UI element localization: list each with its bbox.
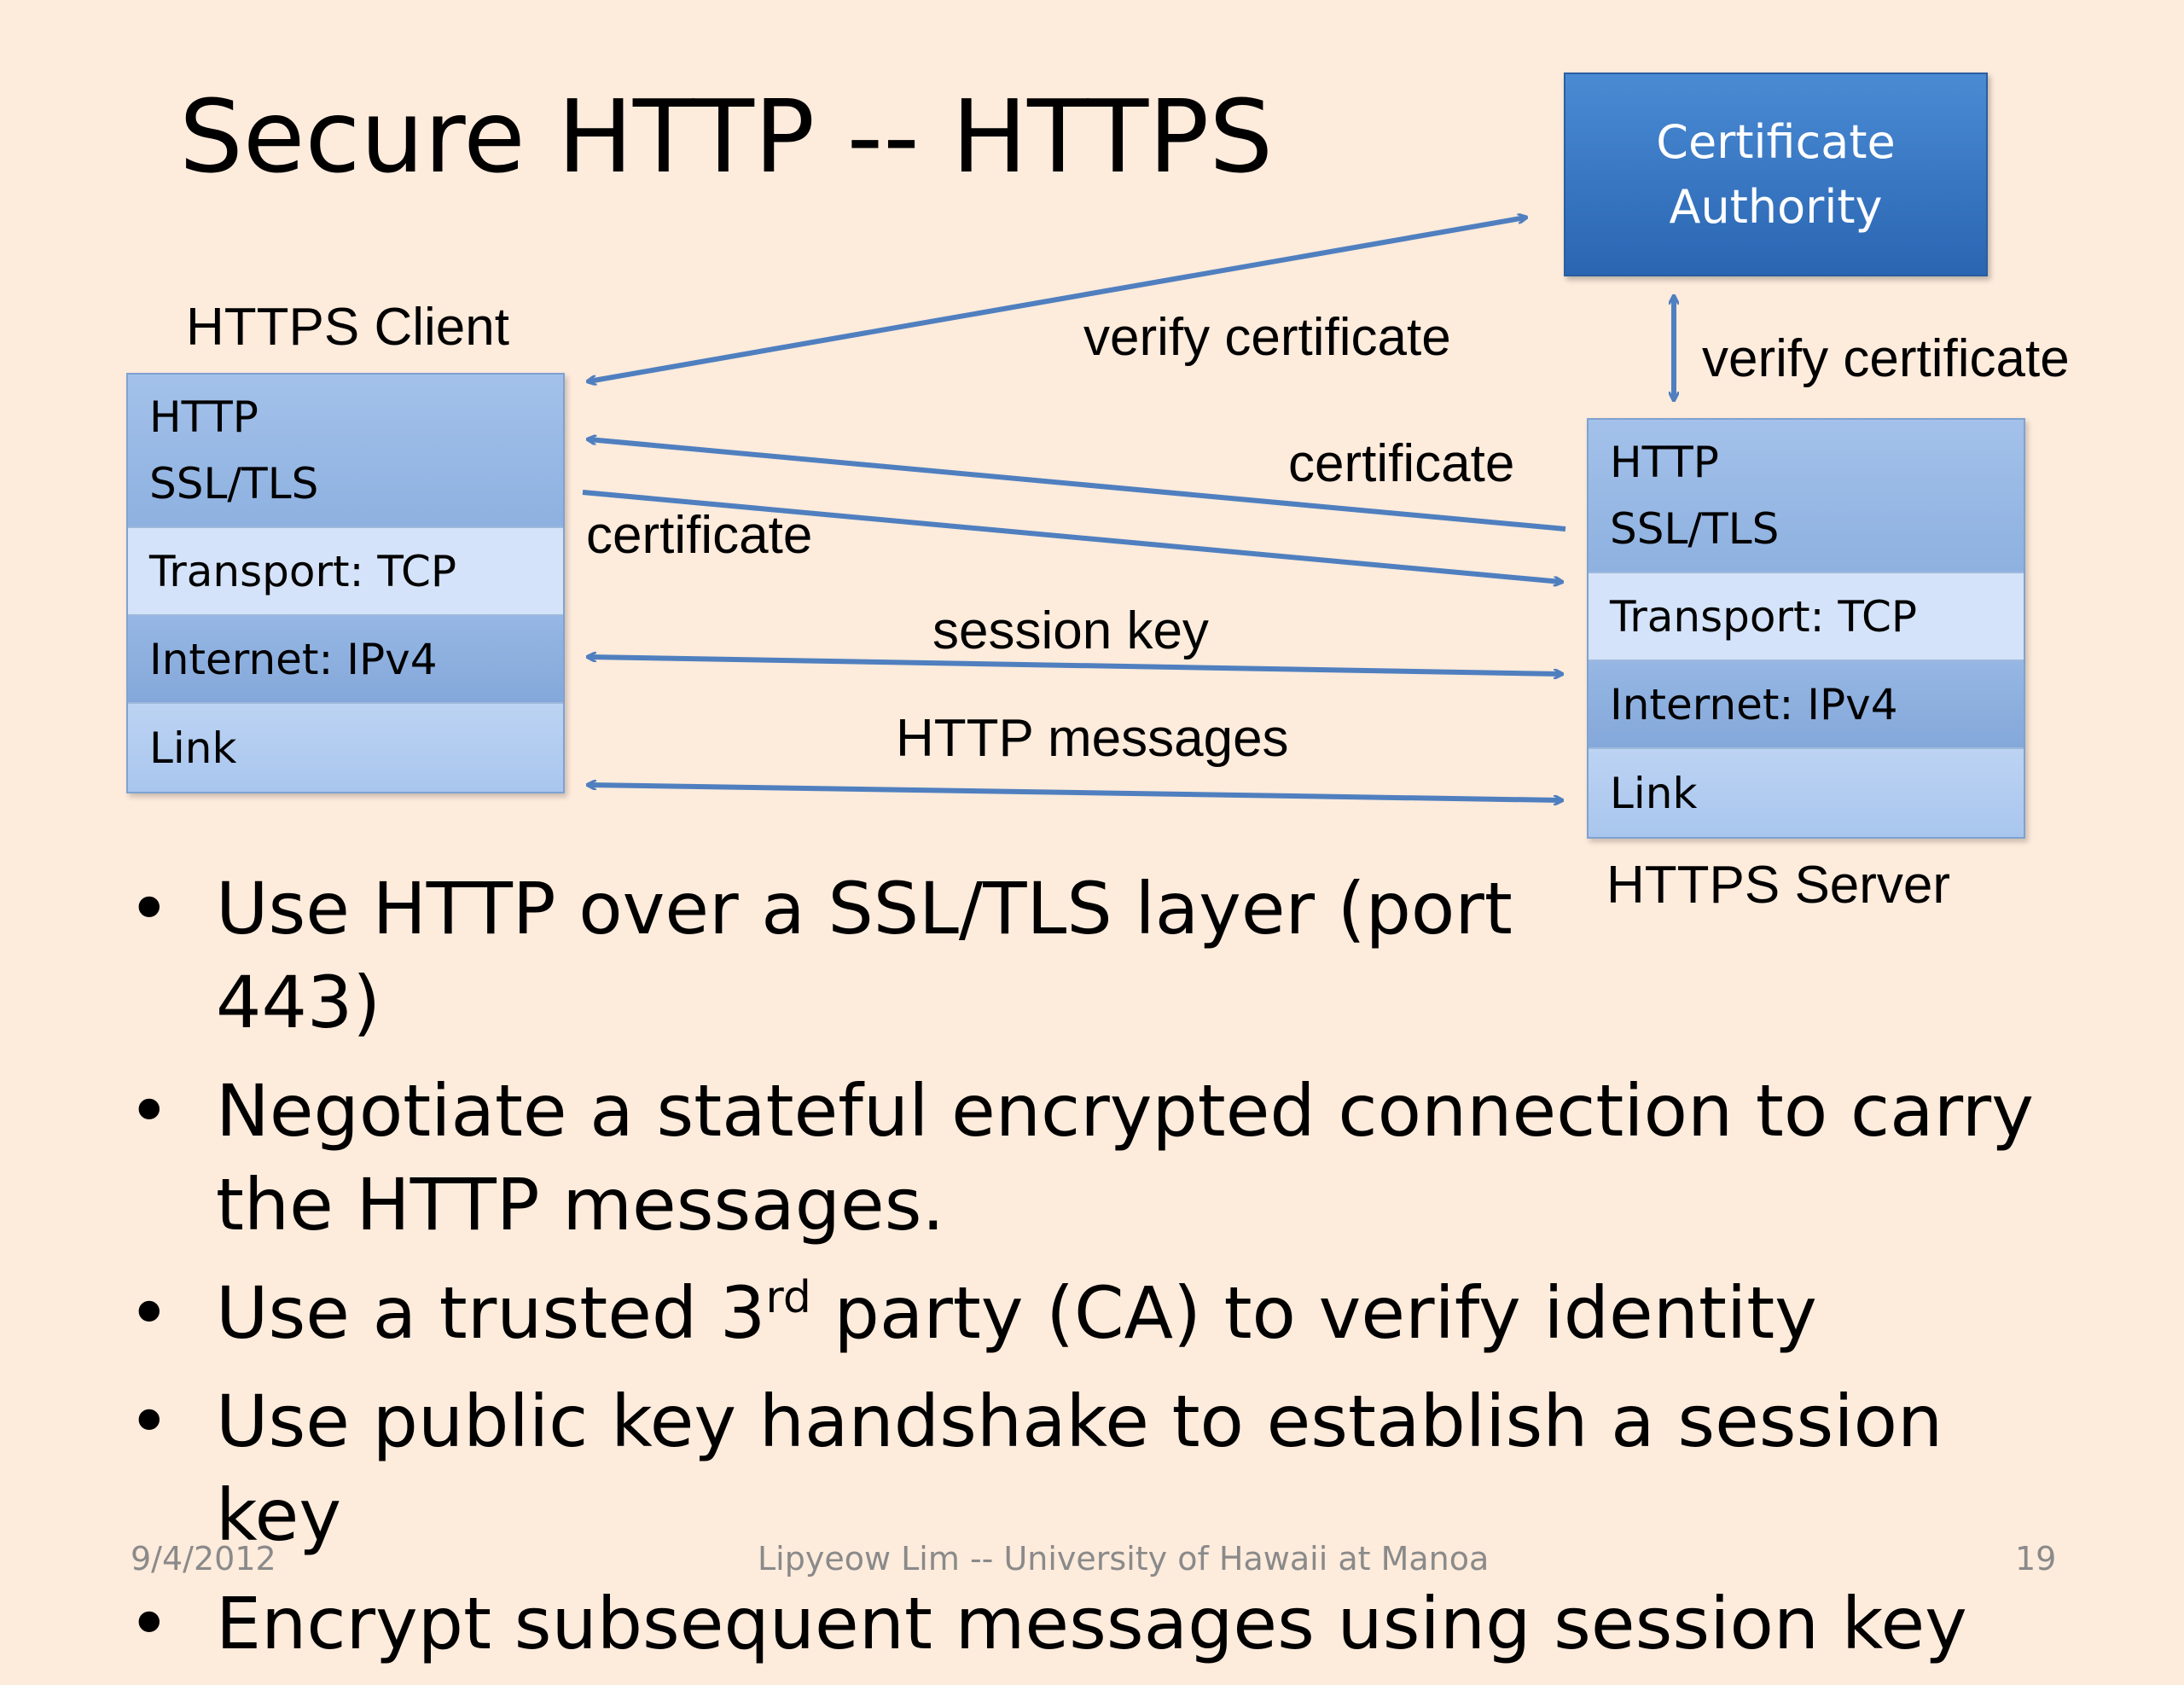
bullet-text: Negotiate a stateful encrypted connectio… — [216, 1069, 2034, 1246]
bullet-dot-icon: • — [128, 867, 171, 950]
message-arrows — [582, 0, 2184, 1638]
bullet-dot-icon: • — [128, 1271, 171, 1355]
arrow-session-key — [589, 657, 1561, 674]
footer-date: 9/4/2012 — [131, 1540, 276, 1578]
label-certificate-from-server: certificate — [1288, 434, 1515, 493]
arrow-client-to-ca — [589, 218, 1525, 381]
server-layer-transport: Transport: TCP — [1589, 573, 2024, 661]
label-http-messages: HTTP messages — [896, 709, 1289, 768]
bullet-text: Encrypt subsequent messages using sessio… — [216, 1582, 1967, 1665]
server-layer-ssl-tls: SSL/TLS — [1610, 504, 1780, 554]
arrow-certificate-server-to-client — [589, 439, 1566, 532]
client-layer-http: HTTP — [149, 392, 258, 442]
arrow-http-messages — [589, 785, 1561, 800]
https-client-label: HTTPS Client — [186, 298, 509, 357]
certificate-authority-box: Certificate Authority — [1564, 73, 1988, 276]
bullet-text: Use HTTP over a SSL/TLS layer (port 443) — [216, 867, 1513, 1044]
bullet-item: • Use a trusted 3rd party (CA) to verify… — [128, 1266, 2090, 1360]
bullet-dot-icon: • — [128, 1069, 171, 1153]
client-layer-link: Link — [128, 704, 563, 792]
bullet-text-pre: Use a trusted 3 — [216, 1271, 766, 1355]
bullet-item: • Negotiate a stateful encrypted connect… — [128, 1064, 2090, 1252]
bullet-dot-icon: • — [128, 1582, 171, 1665]
client-layer-application: HTTP SSL/TLS — [128, 375, 563, 528]
bullet-item: • Use HTTP over a SSL/TLS layer (port 44… — [128, 862, 1623, 1049]
bullet-text-post: party (CA) to verify identity — [810, 1271, 1817, 1355]
bullet-text: Use public key handshake to establish a … — [216, 1380, 1943, 1557]
slide-title: Secure HTTP -- HTTPS — [179, 78, 1274, 195]
label-verify-certificate-server: verify certificate — [1702, 329, 2070, 388]
client-layer-internet: Internet: IPv4 — [128, 616, 563, 704]
server-layer-http: HTTP — [1610, 438, 1719, 487]
label-session-key: session key — [932, 601, 1209, 660]
https-server-label: HTTPS Server — [1606, 856, 1951, 915]
bullet-dot-icon: • — [128, 1380, 171, 1463]
label-verify-certificate-client: verify certificate — [1083, 308, 1451, 367]
server-protocol-stack: HTTP SSL/TLS Transport: TCP Internet: IP… — [1587, 418, 2025, 839]
server-layer-link: Link — [1589, 749, 2024, 837]
client-layer-ssl-tls: SSL/TLS — [149, 459, 319, 508]
server-layer-internet: Internet: IPv4 — [1589, 661, 2024, 749]
bullet-item: • Encrypt subsequent messages using sess… — [128, 1577, 2090, 1670]
bullet-item: • Use public key handshake to establish … — [128, 1374, 2090, 1562]
server-layer-application: HTTP SSL/TLS — [1589, 420, 2024, 573]
arrow-certificate-client-to-server — [582, 490, 1561, 582]
ca-label-line1: Certificate — [1656, 114, 1896, 169]
client-layer-transport: Transport: TCP — [128, 528, 563, 616]
client-protocol-stack: HTTP SSL/TLS Transport: TCP Internet: IP… — [126, 373, 565, 793]
footer-page-number: 19 — [2015, 1540, 2057, 1578]
footer-author: Lipyeow Lim -- University of Hawaii at M… — [758, 1540, 1490, 1578]
label-certificate-from-client: certificate — [586, 506, 813, 565]
ca-label-line2: Authority — [1669, 179, 1883, 234]
bullet-superscript: rd — [765, 1272, 811, 1323]
